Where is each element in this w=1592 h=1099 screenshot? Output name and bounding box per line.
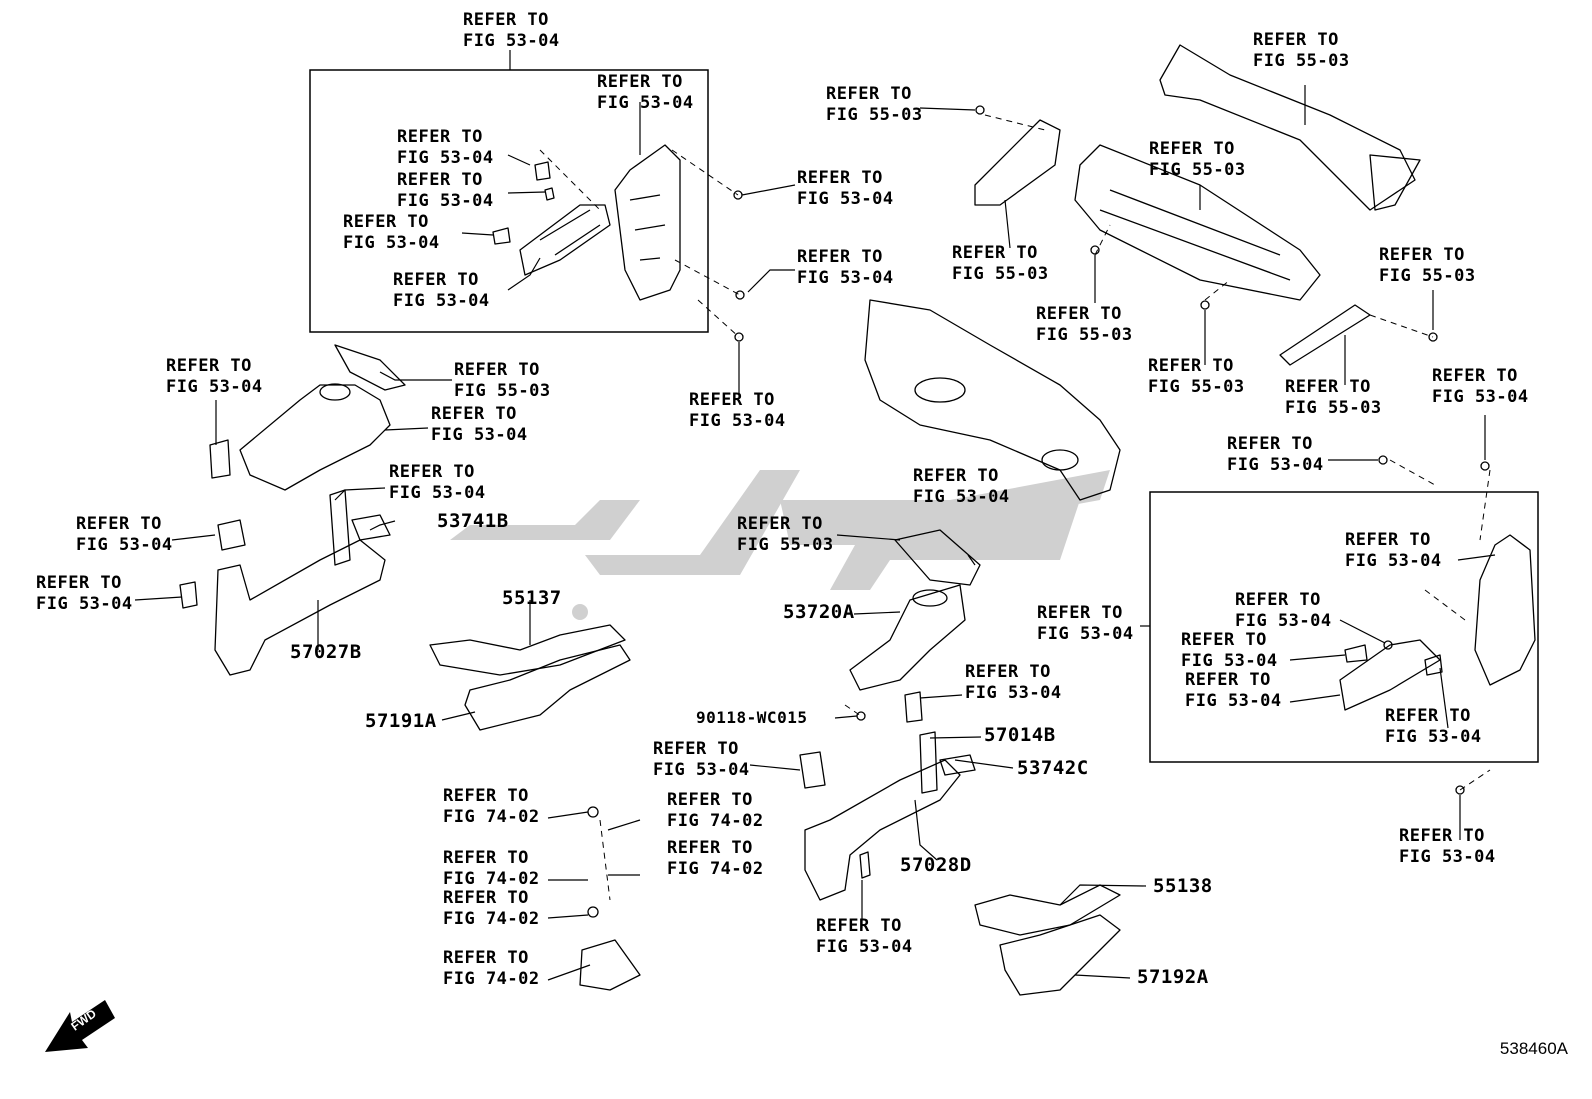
part-57027b: 57027B [290, 641, 362, 663]
fwd-arrow-icon [45, 1000, 115, 1052]
part-57192a: 57192A [1137, 966, 1209, 988]
part-55137: 55137 [502, 587, 562, 609]
part-90118-wc015: 90118-WC015 [696, 708, 808, 727]
part-57014b: 57014B [984, 724, 1056, 746]
part-53741b: 53741B [437, 510, 509, 532]
figure-id: 538460A [1499, 1039, 1568, 1058]
group-box-left [309, 69, 709, 333]
group-box-right [1149, 491, 1539, 763]
watermark-logo [450, 470, 1110, 620]
part-53720a: 53720A [783, 601, 855, 623]
part-57191a: 57191A [365, 710, 437, 732]
part-55138: 55138 [1153, 875, 1213, 897]
part-53742c: 53742C [1017, 757, 1089, 779]
part-57028d: 57028D [900, 854, 972, 876]
